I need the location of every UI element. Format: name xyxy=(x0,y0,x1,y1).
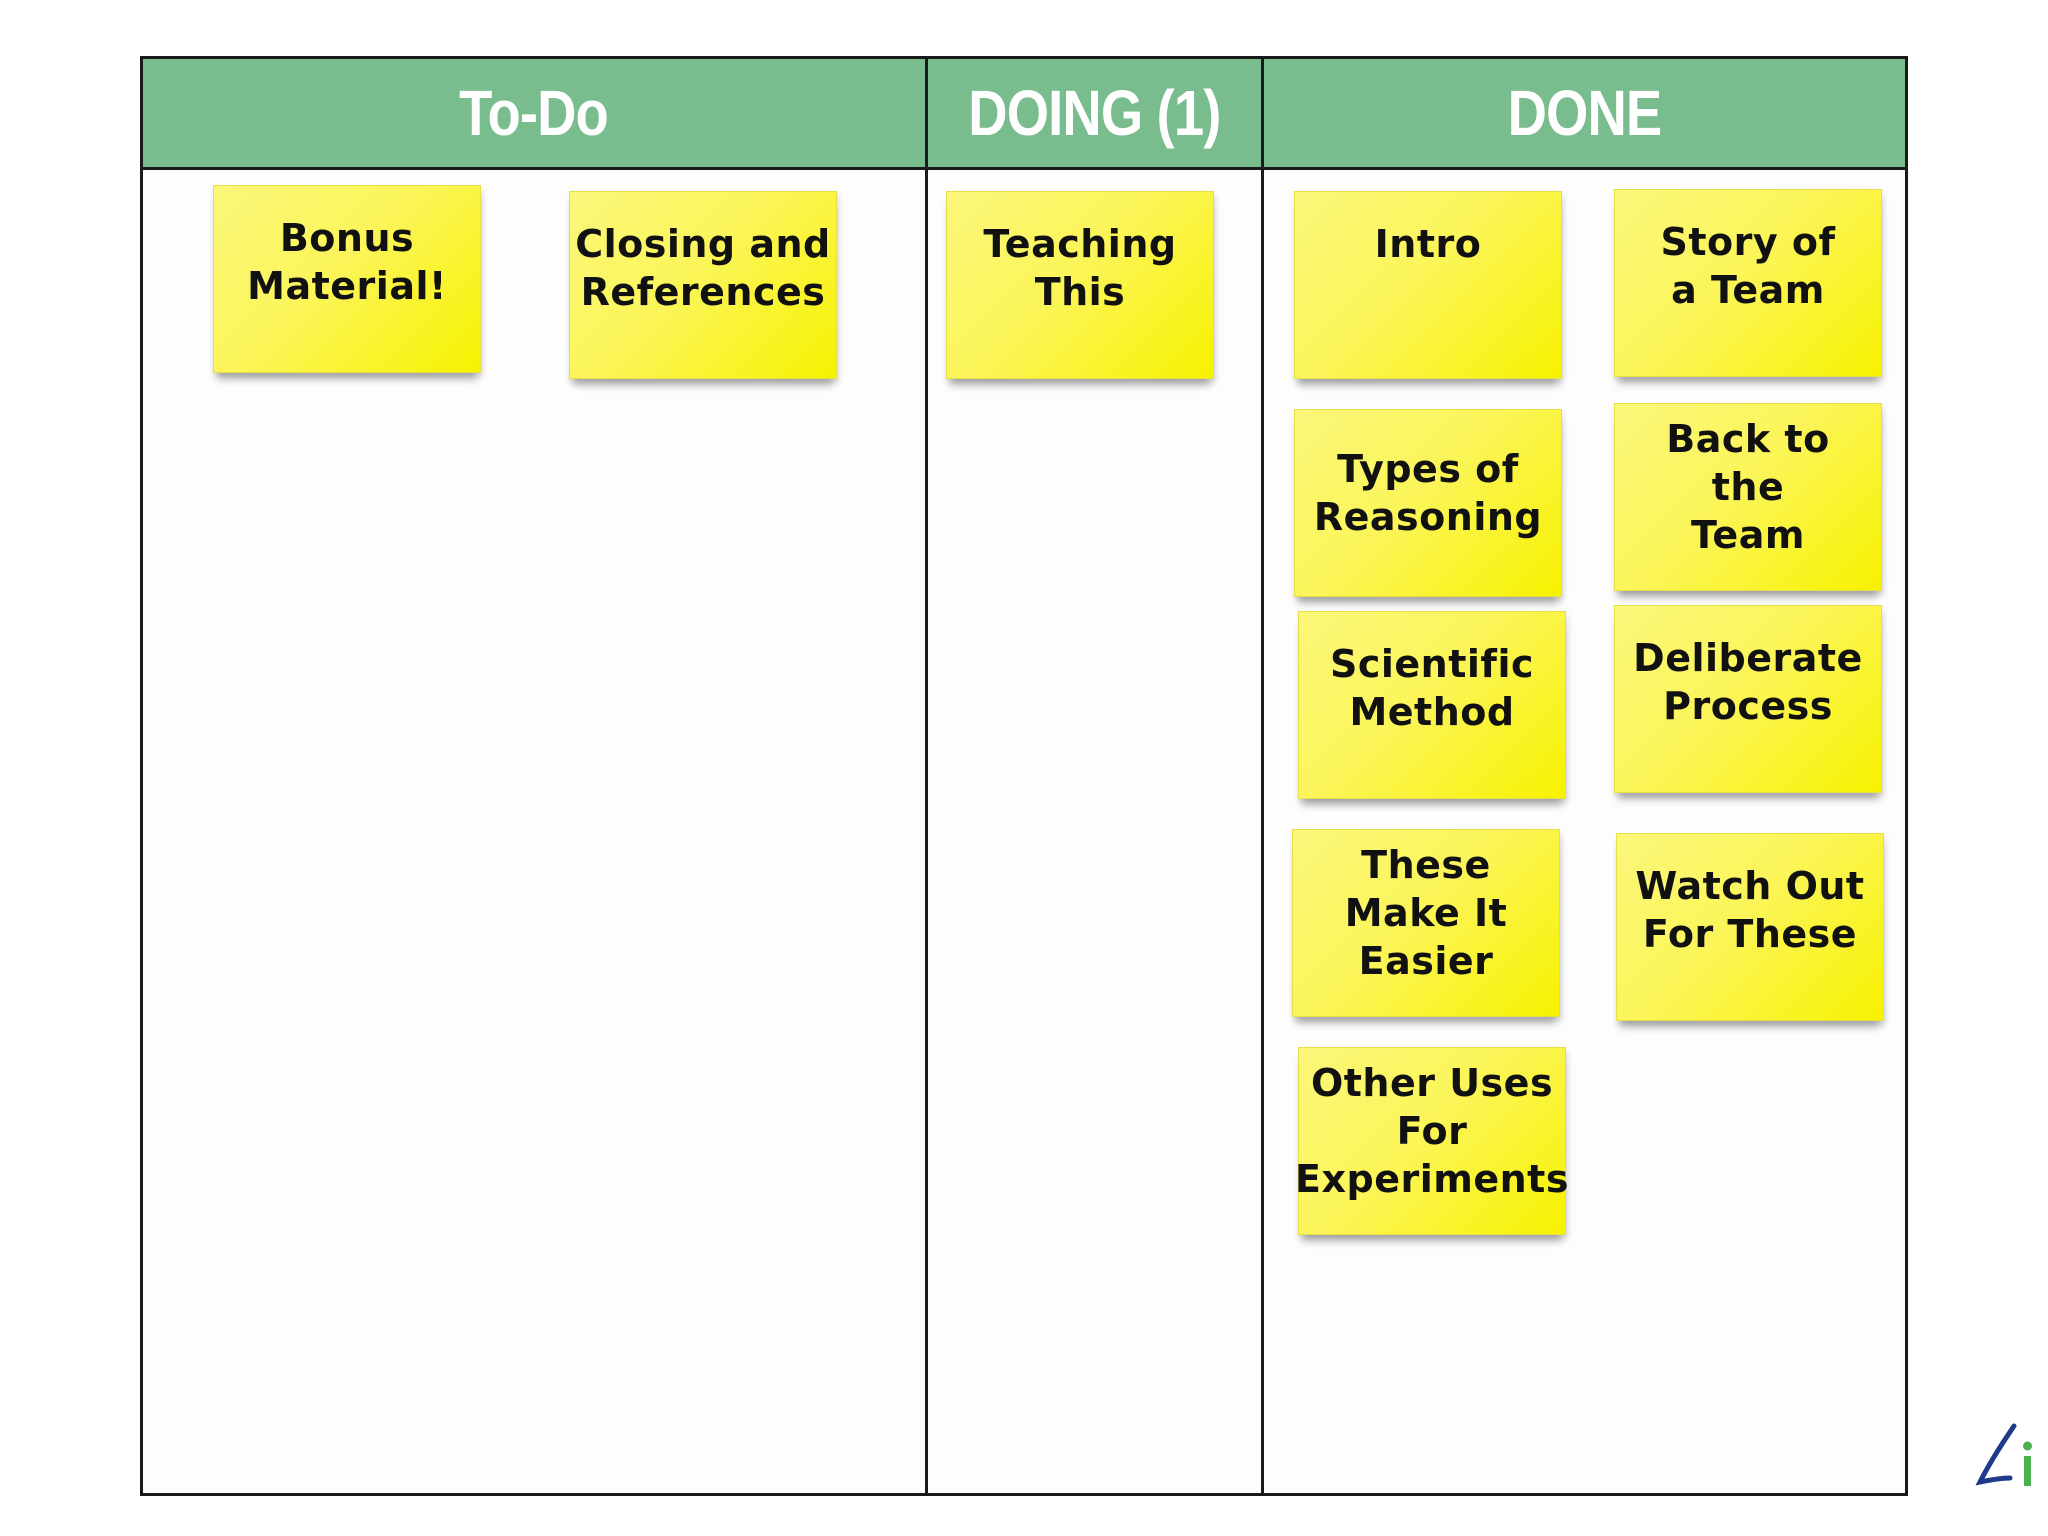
sticky-note[interactable]: These Make It Easier xyxy=(1292,829,1560,1017)
sticky-note-label: Watch Out For These xyxy=(1635,864,1865,956)
sticky-note[interactable]: Teaching This xyxy=(946,191,1214,379)
column-doing: DOING (1) Teaching This xyxy=(925,59,1261,1493)
sticky-note-label: Deliberate Process xyxy=(1633,636,1863,728)
sticky-note[interactable]: Other Uses For Experiments xyxy=(1295,1047,1569,1235)
column-header-todo: To-Do xyxy=(143,59,925,170)
sticky-note-label: Story of a Team xyxy=(1660,220,1836,312)
sticky-note[interactable]: Deliberate Process xyxy=(1614,605,1882,793)
column-header-doing: DOING (1) xyxy=(928,59,1261,170)
sticky-note[interactable]: Story of a Team xyxy=(1614,189,1882,377)
sticky-note[interactable]: Scientific Method xyxy=(1298,611,1566,799)
column-done: DONE Intro Story of a Team Types of Reas… xyxy=(1261,59,1905,1493)
sticky-note[interactable]: Types of Reasoning xyxy=(1294,409,1562,597)
sticky-note[interactable]: Intro xyxy=(1294,191,1562,379)
sticky-note-label: Teaching This xyxy=(983,222,1177,314)
sticky-note[interactable]: Back to the Team xyxy=(1614,403,1882,591)
logo-icon xyxy=(1975,1423,2032,1486)
sticky-note[interactable]: Bonus Material! xyxy=(213,185,481,373)
sticky-note-label: Bonus Material! xyxy=(247,216,447,308)
kanban-board: To-Do Bonus Material! Closing and Refere… xyxy=(140,56,1908,1496)
sticky-note-label: These Make It Easier xyxy=(1344,843,1508,983)
column-title-doing: DOING (1) xyxy=(968,77,1221,149)
column-title-todo: To-Do xyxy=(459,77,610,149)
sticky-note-label: Closing and References xyxy=(575,222,831,314)
sticky-note[interactable]: Watch Out For These xyxy=(1616,833,1884,1021)
column-todo: To-Do Bonus Material! Closing and Refere… xyxy=(143,59,925,1493)
sticky-note-label: Types of Reasoning xyxy=(1313,447,1543,539)
column-header-done: DONE xyxy=(1264,59,1905,170)
sticky-note-label: Intro xyxy=(1374,222,1482,266)
sticky-note-label: Other Uses For Experiments xyxy=(1295,1061,1569,1201)
sticky-note-label: Back to the Team xyxy=(1666,417,1830,557)
column-title-done: DONE xyxy=(1507,77,1663,149)
sticky-note[interactable]: Closing and References xyxy=(569,191,837,379)
sticky-note-label: Scientific Method xyxy=(1329,642,1535,734)
